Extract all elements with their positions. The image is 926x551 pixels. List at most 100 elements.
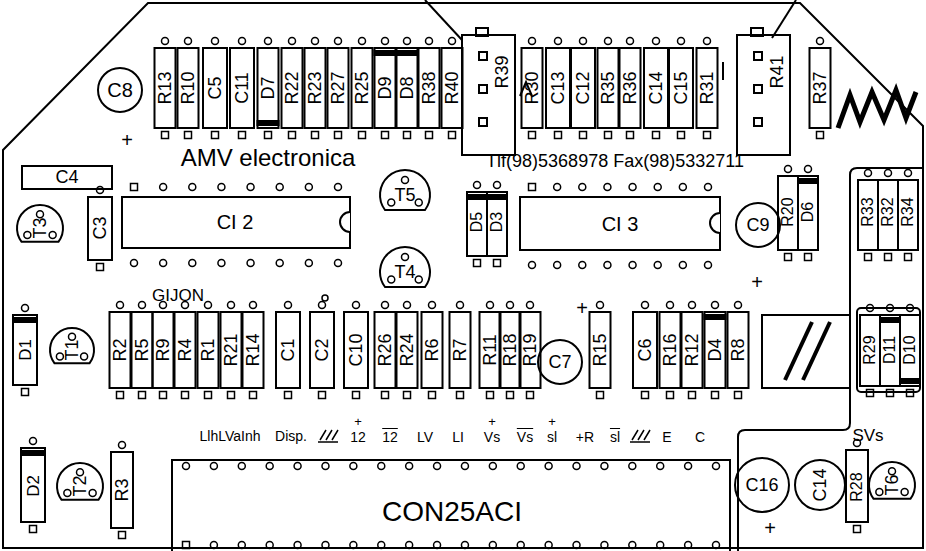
- logo-mark: [838, 90, 916, 128]
- pad: [529, 184, 536, 191]
- capacitor-outline: [538, 340, 582, 384]
- pad: [415, 276, 422, 283]
- part-label: R31: [698, 71, 716, 104]
- pad: [250, 392, 257, 399]
- pad: [457, 392, 464, 399]
- ground-symbol: [318, 430, 338, 442]
- transistor-outline: [57, 463, 103, 500]
- pad: [378, 463, 385, 470]
- pad: [406, 463, 413, 470]
- part-label: CON25ACI: [382, 498, 522, 526]
- part-label: R36: [621, 71, 639, 104]
- pad: [228, 302, 235, 309]
- part-label: T1: [63, 339, 81, 360]
- component-outline: [520, 197, 720, 250]
- pad: [218, 184, 225, 191]
- component-body: [442, 48, 463, 128]
- component-body: [344, 312, 368, 388]
- diode-band: [705, 315, 726, 319]
- pad: [247, 260, 254, 267]
- part-label: D1: [17, 339, 34, 361]
- pad: [905, 170, 912, 177]
- pad: [580, 132, 587, 139]
- pad: [205, 392, 212, 399]
- silkscreen-text: +: [576, 298, 588, 318]
- pad: [312, 38, 319, 45]
- pad: [754, 85, 762, 93]
- pad: [382, 132, 389, 139]
- jumper-outline: [762, 315, 850, 388]
- pad: [529, 132, 536, 139]
- part-label: CI 3: [602, 214, 639, 234]
- component-body: [878, 180, 898, 250]
- component-body: [13, 315, 37, 385]
- pad: [212, 132, 219, 139]
- component-body: [422, 312, 443, 388]
- pad: [404, 38, 411, 45]
- part-label: D9: [376, 76, 394, 99]
- pad: [189, 260, 196, 267]
- part-label: R12: [683, 333, 701, 366]
- silkscreen-text: GIJON: [152, 287, 204, 304]
- capacitor-outline: [735, 458, 789, 512]
- component-body: [178, 48, 199, 128]
- silkscreen-text: C: [695, 430, 705, 444]
- part-label: C5: [206, 76, 224, 99]
- pad: [22, 305, 29, 312]
- pad: [415, 199, 422, 206]
- diode-band: [467, 195, 487, 199]
- component-body: [598, 48, 619, 128]
- pad: [238, 463, 245, 470]
- part-label: R40: [443, 71, 461, 104]
- pad: [353, 302, 360, 309]
- pad: [579, 262, 586, 269]
- part-label: T4: [394, 263, 415, 281]
- pad: [77, 469, 84, 476]
- component-body: [660, 312, 681, 388]
- pad: [604, 262, 611, 269]
- part-label: R1: [199, 338, 217, 361]
- part-label: R37: [811, 71, 829, 104]
- silkscreen-text: +R: [576, 430, 594, 444]
- pad: [654, 184, 661, 191]
- pad: [489, 463, 496, 470]
- pad: [350, 463, 357, 470]
- component-body: [397, 312, 418, 388]
- pad: [653, 132, 660, 139]
- component-body: [590, 312, 611, 388]
- silkscreen-text: Tlf(98)5368978 Fax(98)5332711: [486, 152, 744, 170]
- component-body: [633, 312, 657, 388]
- pad: [678, 132, 685, 139]
- pad: [885, 170, 892, 177]
- diode-band: [21, 451, 45, 455]
- pad: [382, 392, 389, 399]
- part-label: D4: [706, 338, 724, 361]
- part-label: R14: [244, 333, 262, 366]
- part-label: R23: [306, 71, 324, 104]
- pad: [601, 463, 608, 470]
- component-outline: [737, 35, 790, 155]
- silkscreen-text: LlhLVaInh: [200, 429, 261, 443]
- component-body: [810, 48, 831, 128]
- component-body: [898, 180, 918, 250]
- capacitor-outline: [736, 203, 780, 247]
- part-label: C4: [55, 168, 78, 186]
- part-label: D6: [800, 202, 816, 222]
- part-label: C7: [548, 353, 571, 371]
- pad: [212, 38, 219, 45]
- part-label: R11: [481, 334, 499, 366]
- pad: [527, 392, 534, 399]
- part-label: R10: [179, 71, 197, 104]
- pad: [754, 52, 762, 60]
- pad: [22, 389, 29, 396]
- pad: [265, 132, 272, 139]
- pad: [97, 264, 104, 271]
- pad: [667, 392, 674, 399]
- transistor-outline: [380, 170, 430, 210]
- component-body: [522, 48, 543, 128]
- pad: [487, 302, 494, 309]
- pad: [131, 260, 138, 267]
- pad: [712, 302, 719, 309]
